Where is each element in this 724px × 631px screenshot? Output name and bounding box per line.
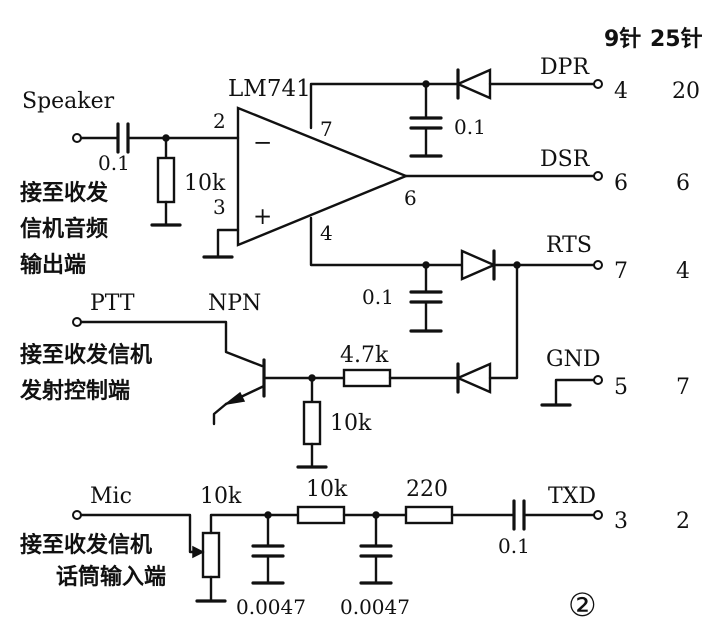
signal-name-rts: RTS (546, 233, 592, 258)
mic-potentiometer (192, 531, 221, 579)
mic-resistor-2 (404, 505, 454, 525)
opamp-minus: − (253, 130, 272, 156)
npn-transistor (224, 358, 266, 406)
opamp-pin-6: 6 (404, 186, 417, 210)
rts-diode (460, 249, 497, 281)
mic-cap2-value: 0.0047 (340, 595, 410, 619)
mic-res2-value: 220 (406, 477, 448, 502)
ptt-pull-resistor (302, 400, 322, 446)
mic-cap1-value: 0.0047 (236, 595, 306, 619)
rts-terminal (593, 260, 603, 270)
opamp-name: LM741 (228, 76, 311, 102)
ptt-base-res-value: 4.7k (340, 343, 389, 368)
speaker-resistor (156, 156, 176, 204)
pin9-txd: 3 (614, 509, 628, 534)
pin9-gnd: 5 (614, 375, 628, 400)
signal-name-dsr: DSR (540, 147, 591, 172)
mic-out-cap-value: 0.1 (498, 534, 530, 558)
speaker-label: Speaker (22, 89, 115, 114)
signal-name-txd: TXD (548, 484, 596, 509)
opamp-pin-4: 4 (320, 221, 333, 245)
gnd-terminal (593, 375, 603, 385)
ptt-diode (455, 362, 492, 394)
dpr-terminal (593, 79, 603, 89)
ptt-pull-res-value: 10k (330, 411, 372, 436)
mic-note-2: 话筒输入端 (56, 564, 166, 590)
dpr-diode (455, 68, 492, 100)
header-25pin: 25针 (650, 26, 703, 52)
figure-number: ② (568, 586, 597, 624)
opamp-pin-3: 3 (213, 195, 226, 219)
speaker-cap-value: 0.1 (98, 151, 130, 175)
pin9-rts: 7 (614, 259, 628, 284)
rts-cap-value: 0.1 (362, 285, 394, 309)
mic-resistor-1 (296, 505, 346, 525)
pin25-txd: 2 (676, 509, 690, 534)
speaker-note-1: 接至收发 (20, 180, 109, 206)
speaker-note-3: 输出端 (20, 252, 86, 278)
pin25-dsr: 6 (676, 171, 690, 196)
mic-res1-value: 10k (306, 477, 348, 502)
pin25-gnd: 7 (676, 375, 690, 400)
header-9pin: 9针 (604, 26, 641, 52)
speaker-res-value: 10k (184, 171, 226, 196)
opamp-pin-2: 2 (213, 109, 226, 133)
ptt-note-1: 接至收发信机 (20, 342, 152, 368)
dsr-terminal (593, 171, 603, 181)
mic-pot-value: 10k (200, 484, 242, 509)
txd-terminal (593, 510, 603, 520)
pin9-dpr: 4 (614, 79, 628, 104)
mic-note-1: 接至收发信机 (20, 532, 152, 558)
pin25-rts: 4 (676, 259, 690, 284)
dpr-cap-value: 0.1 (454, 115, 486, 139)
opamp-pin-7: 7 (320, 117, 333, 141)
signal-name-gnd: GND (546, 347, 600, 372)
signal-name-dpr: DPR (540, 55, 590, 80)
opamp-plus: + (253, 204, 272, 230)
npn-label: NPN (208, 291, 261, 316)
speaker-note-2: 信机音频 (20, 216, 108, 242)
ptt-label: PTT (90, 291, 135, 316)
pin25-dpr: 20 (672, 79, 700, 104)
lm741-opamp: LM741 − + 2 3 7 4 6 (213, 76, 417, 247)
ptt-note-2: 发射控制端 (19, 378, 130, 404)
mic-label: Mic (90, 484, 132, 509)
pin9-dsr: 6 (614, 171, 628, 196)
ptt-base-resistor (342, 368, 392, 388)
